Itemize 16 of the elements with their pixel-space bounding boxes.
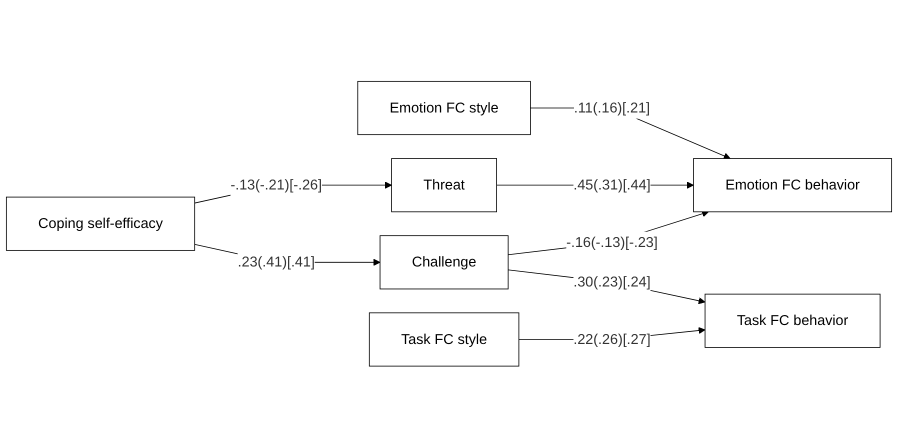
edge-label: -.13(-.21)[-.26] bbox=[230, 177, 322, 193]
node-box: Task FC behavior bbox=[704, 294, 880, 348]
edge-label: .22(.26)[.27] bbox=[573, 331, 651, 348]
node-box: Emotion FC behavior bbox=[693, 158, 892, 212]
node-box: Coping self-efficacy bbox=[6, 196, 196, 252]
node-box: Task FC style bbox=[368, 312, 520, 367]
arrow bbox=[508, 270, 706, 304]
arrow bbox=[508, 210, 709, 256]
edge-label: .23(.41)[.41] bbox=[238, 254, 315, 270]
node-box: Emotion FC style bbox=[357, 81, 531, 136]
edge-label: .45(.31)[.44] bbox=[573, 177, 651, 193]
edge-label: -.16(-.13)[-.23] bbox=[566, 234, 658, 250]
node-box: Challenge bbox=[380, 236, 509, 290]
edge-label: .11(.16)[.21] bbox=[574, 100, 650, 116]
edge-label: .30(.23)[.24] bbox=[573, 274, 651, 290]
node-box: Threat bbox=[391, 158, 497, 212]
